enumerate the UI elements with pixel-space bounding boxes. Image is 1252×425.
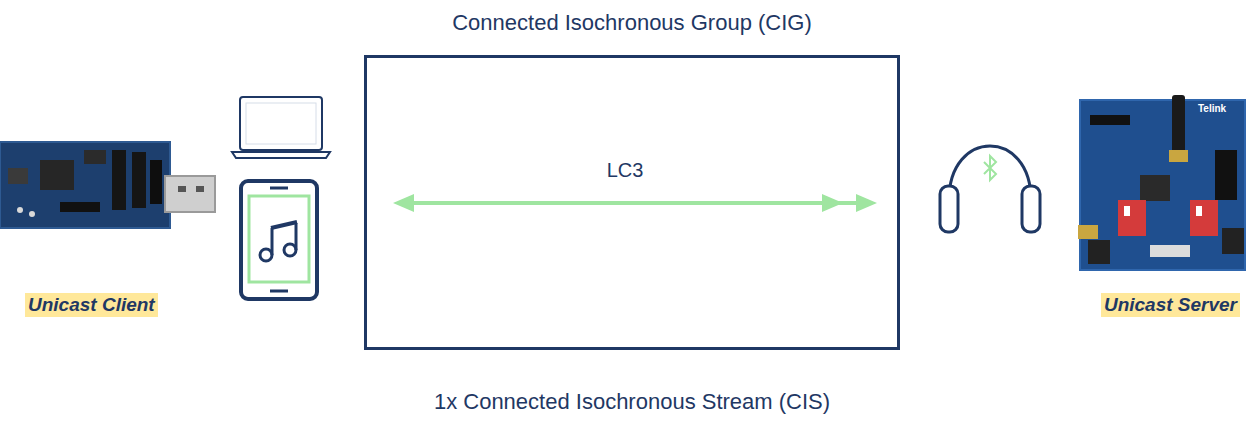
role-box: Unicast Server [1101,293,1240,317]
role-box: Unicast Client [25,293,158,317]
server-board [1078,95,1245,270]
phone-icon [241,181,317,299]
headphones-icon [940,146,1040,232]
role-label: Unicast Client [28,294,155,316]
laptop-icon [232,97,330,158]
stream-arrow [393,194,877,212]
stream-caption: 1x Connected Isochronous Stream (CIS) [307,388,957,416]
client-board [0,142,215,228]
stream-codec: LC3 [607,159,644,182]
board-brand: Telink [1198,103,1226,114]
role-label: Unicast Server [1104,294,1237,316]
group-heading: Connected Isochronous Group (CIG) [307,9,957,37]
group-box: Connected Isochronous Group (CIG)1x Conn… [364,55,900,350]
